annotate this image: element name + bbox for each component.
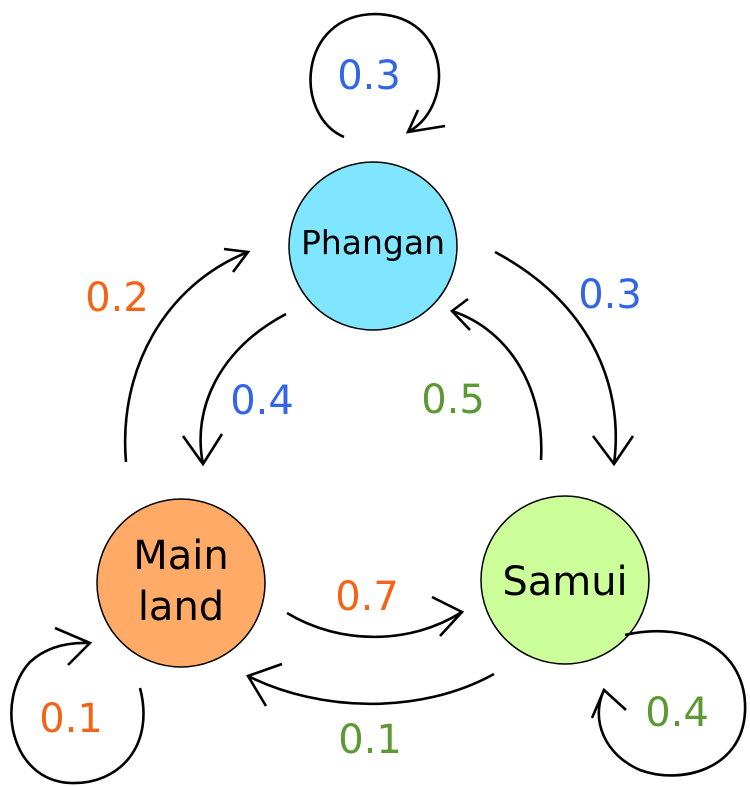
- mainland-to-phangan-arrow: [123, 250, 249, 463]
- mainland-to-samui-arrowhead: [431, 595, 465, 637]
- phangan-to-mainland-arrowhead: [181, 433, 224, 467]
- mainland-to-samui-probability: 0.7: [335, 574, 399, 620]
- phangan-to-samui-arrow: [494, 250, 618, 465]
- mainland-label-line1: Main: [133, 533, 229, 579]
- samui-to-mainland-probability: 0.1: [338, 717, 402, 763]
- mainland-to-samui-arrow: [286, 610, 463, 639]
- samui-to-mainland-arrowhead: [246, 662, 283, 707]
- samui-node: [480, 495, 650, 665]
- mainland-self-loop-arrowhead: [54, 626, 93, 666]
- phangan-to-samui-probability: 0.3: [578, 272, 642, 318]
- samui-to-mainland-arrow: [247, 672, 495, 706]
- mainland-self-loop-arrow: [10, 641, 145, 785]
- mainland-to-phangan-probability: 0.2: [85, 275, 149, 321]
- samui-label: Samui: [502, 559, 627, 605]
- phangan-to-samui-arrowhead: [591, 435, 635, 467]
- samui-to-phangan-arrowhead: [450, 297, 471, 331]
- mainland-self-loop-probability: 0.1: [39, 696, 103, 742]
- samui-self-loop-arrow: [597, 629, 747, 777]
- phangan-self-loop-arrow: [309, 12, 441, 139]
- samui-to-phangan-probability: 0.5: [421, 377, 485, 423]
- phangan-to-mainland-arrow: [199, 312, 287, 465]
- samui-to-phangan-arrow: [451, 309, 543, 461]
- phangan-node: [288, 161, 458, 331]
- samui-self-loop-probability: 0.4: [645, 690, 709, 736]
- mainland-to-phangan-arrowhead: [223, 247, 251, 273]
- samui-self-loop-arrowhead: [590, 687, 627, 719]
- phangan-label: Phangan: [301, 223, 445, 262]
- mainland-label-line2: land: [138, 584, 224, 630]
- phangan-to-mainland-probability: 0.4: [230, 378, 294, 424]
- phangan-self-loop-arrowhead: [405, 109, 446, 134]
- mainland-node: [96, 498, 266, 668]
- phangan-self-loop-probability: 0.3: [337, 53, 401, 99]
